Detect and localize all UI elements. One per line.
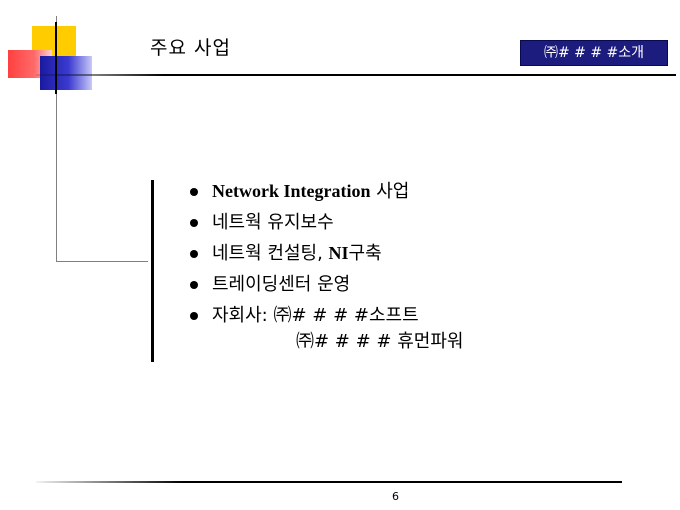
page-number: 6 (392, 490, 399, 503)
list-item: Network Integration 사업 (190, 176, 419, 207)
decoration-left-horizontal-line (56, 261, 148, 262)
item-lead: Network Integration (212, 181, 371, 201)
item-lead: 자회사: (212, 305, 274, 326)
item-tail: ㈜# # # #소프트 (273, 305, 419, 326)
list-item: 네트웍 컨설팅, NI구축 (190, 238, 419, 269)
list-item: 자회사: ㈜# # # #소프트 (190, 300, 419, 331)
item-lead: 트레이딩센터 운영 (212, 274, 351, 295)
list-item: 네트웍 유지보수 (190, 207, 419, 238)
list-item: 트레이딩센터 운영 (190, 269, 419, 300)
page-title: 주요 사업 (150, 37, 231, 59)
bullet-icon (190, 219, 198, 227)
business-list: Network Integration 사업 네트웍 유지보수 네트웍 컨설팅,… (190, 176, 419, 331)
footer-divider (36, 481, 622, 483)
content-accent-bar (151, 180, 154, 362)
decoration-blue-bar (40, 56, 92, 90)
decoration-left-vertical-line (56, 16, 57, 262)
bullet-icon (190, 281, 198, 289)
bullet-icon (190, 250, 198, 258)
bullet-icon (190, 312, 198, 320)
decoration-cross-line (55, 22, 57, 94)
header-divider (36, 74, 676, 76)
item-serif: NI (328, 243, 349, 263)
item-tail: 사업 (370, 181, 410, 202)
item-tail: 구축 (348, 243, 382, 264)
item-lead: 네트웍 유지보수 (212, 212, 334, 233)
item-lead: 네트웍 컨설팅, (212, 243, 329, 264)
subsidiary-continuation: ㈜# # # # 휴먼파워 (296, 331, 464, 352)
company-badge: ㈜# # # #소개 (520, 40, 668, 66)
bullet-icon (190, 188, 198, 196)
